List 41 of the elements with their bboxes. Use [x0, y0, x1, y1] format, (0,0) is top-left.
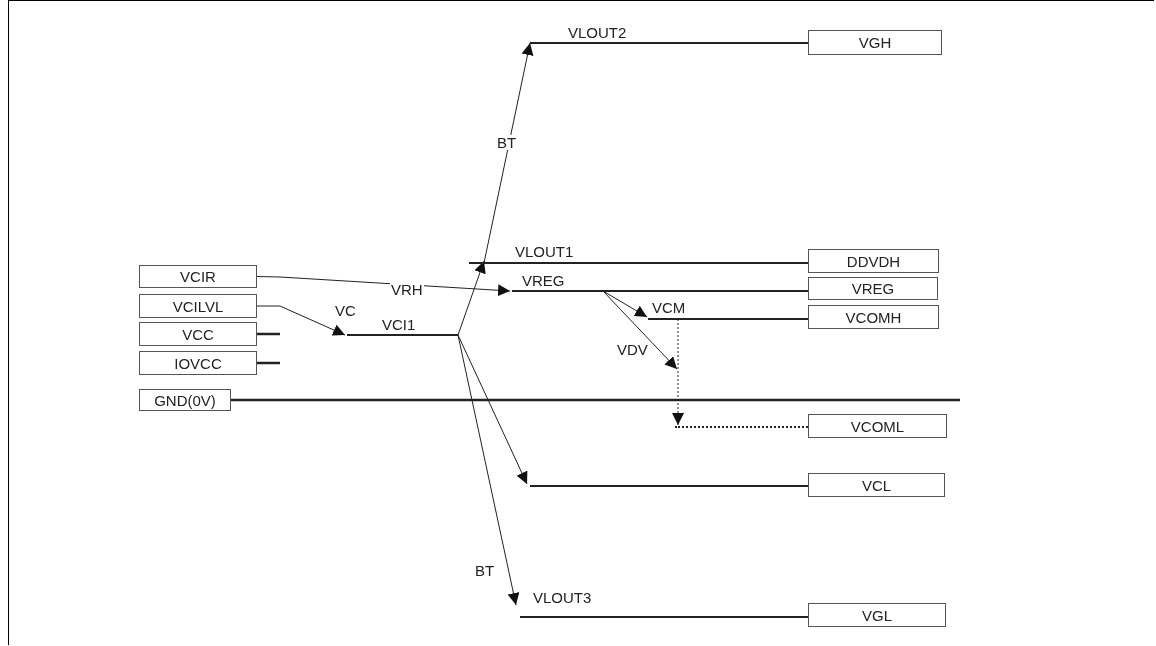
signal-box: VCOML — [808, 414, 947, 438]
level-label: VLOUT3 — [533, 590, 592, 606]
signal-box: VCIR — [139, 265, 257, 288]
level-label: VLOUT1 — [515, 244, 574, 260]
voltage-level-line — [530, 25, 808, 44]
level-label: VCI1 — [382, 317, 416, 333]
voltage-level-line — [469, 244, 808, 264]
edge-label: VDV — [616, 342, 649, 357]
signal-box: VCILVL — [139, 294, 257, 318]
level-label: VCM — [652, 300, 686, 316]
edge-label: BT — [496, 135, 518, 150]
edge-label: VRH — [390, 282, 424, 297]
arrow — [457, 334, 520, 606]
arrow — [672, 318, 684, 426]
signal-box: GND(0V) — [139, 389, 231, 411]
level-label: VREG — [522, 273, 565, 289]
signal-box: VCL — [808, 473, 945, 497]
signal-box: VCOMH — [808, 305, 939, 329]
voltage-level-line — [347, 317, 458, 336]
connector-line — [257, 361, 280, 365]
signal-box: DDVDH — [808, 249, 939, 273]
signal-box: VCC — [139, 322, 257, 346]
arrow — [256, 305, 346, 336]
arrow — [602, 290, 648, 318]
signal-box: VREG — [808, 277, 938, 300]
signal-box: VGL — [808, 603, 946, 627]
voltage-level-line — [520, 590, 808, 618]
voltage-level-line — [512, 273, 808, 292]
edge-label: BT — [474, 563, 496, 578]
edge-label: VC — [334, 303, 357, 318]
arrow — [483, 42, 534, 264]
signal-box: IOVCC — [139, 351, 257, 375]
arrow — [457, 334, 528, 485]
arrow — [457, 260, 486, 336]
connector-line — [231, 398, 960, 402]
voltage-level-line — [648, 300, 808, 320]
voltage-level-line — [530, 482, 808, 487]
arrow — [602, 290, 678, 370]
signal-box: VGH — [808, 30, 942, 55]
connector-line — [257, 332, 280, 336]
level-label: VLOUT2 — [568, 25, 627, 41]
